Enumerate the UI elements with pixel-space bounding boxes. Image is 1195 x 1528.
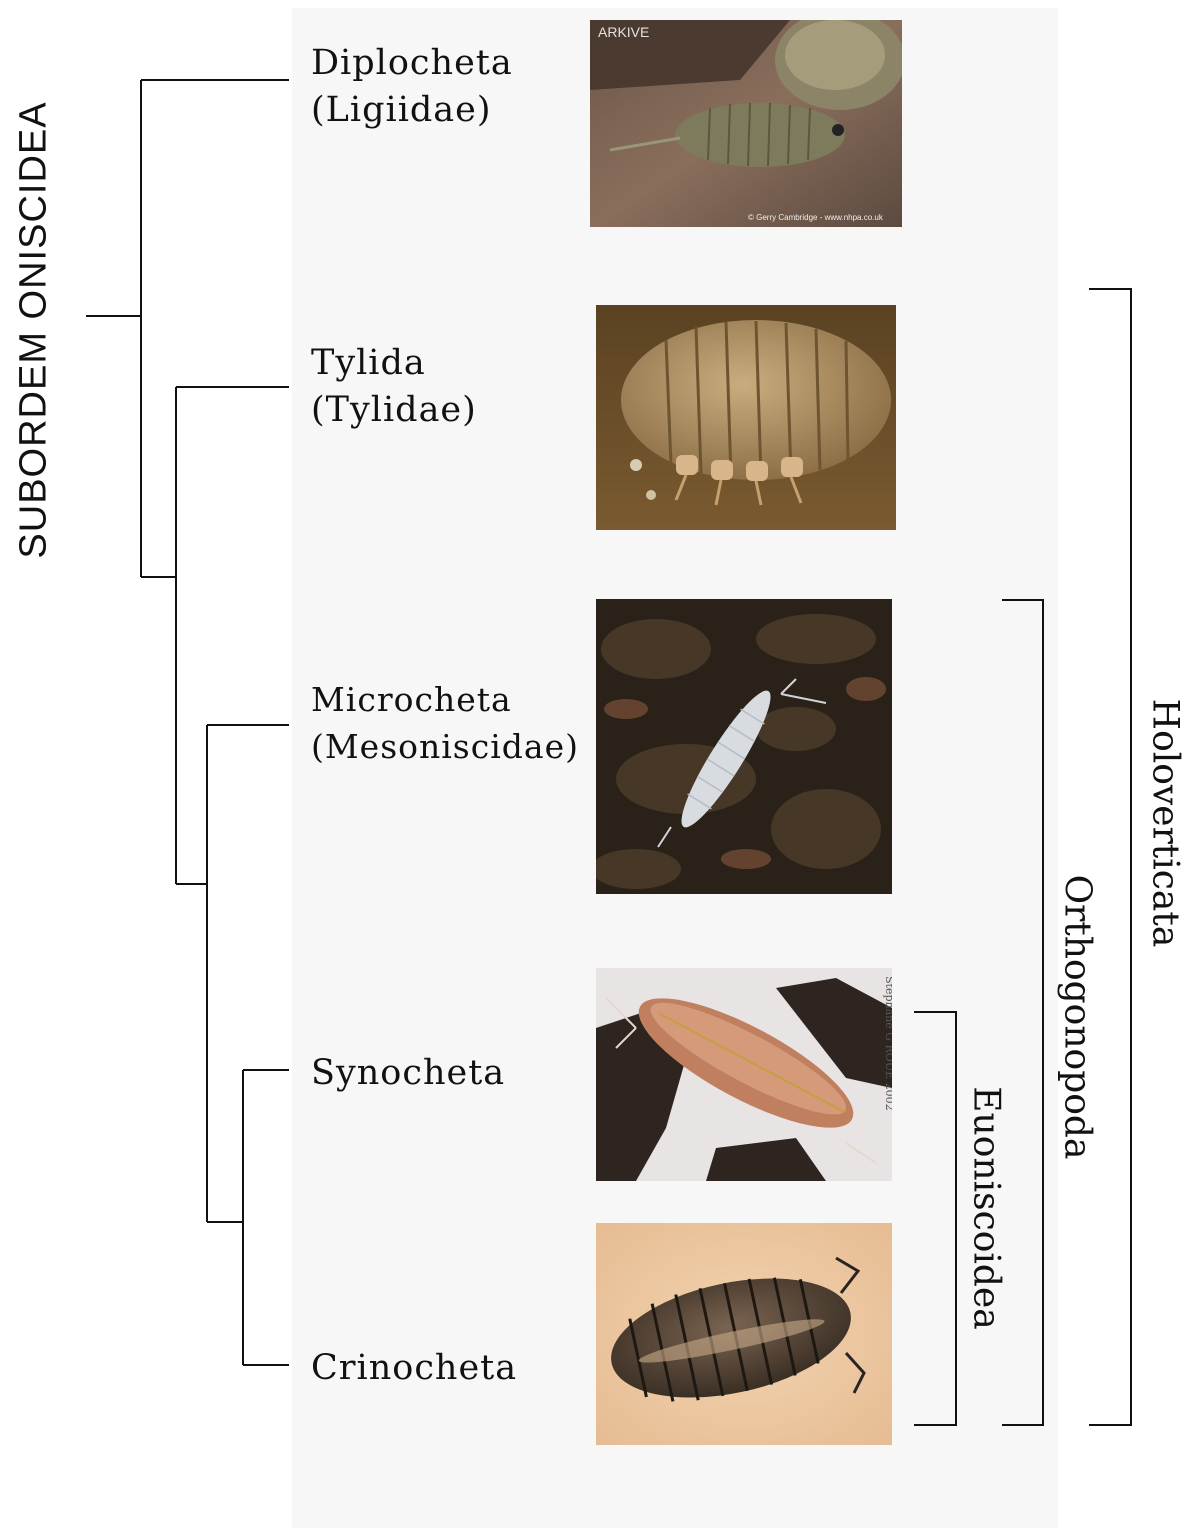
woodlouse-photo xyxy=(596,1223,892,1445)
clade-holoverticata: Holoverticata xyxy=(1145,699,1186,948)
sea-slater-photo: ARKIVE © Gerry Cambridge - www.nhpa.co.u… xyxy=(590,20,902,227)
tylid-photo xyxy=(596,305,896,530)
taxon-synocheta: Synocheta xyxy=(311,1050,505,1097)
clade-euoniscoidea: Euoniscoidea xyxy=(966,1086,1007,1329)
clade-orthogonopoda: Orthogonopoda xyxy=(1057,875,1098,1160)
taxon-family: (Tylidae) xyxy=(311,387,477,434)
bracket-euoniscoidea xyxy=(914,1012,956,1425)
taxon-tylida: Tylida (Tylidae) xyxy=(311,340,477,434)
photo-credit: Stéphane G ROUÉ 2002 xyxy=(883,976,892,1111)
taxon-name: Synocheta xyxy=(311,1050,505,1097)
taxon-microcheta: Microcheta (Mesoniscidae) xyxy=(311,676,579,770)
taxon-name: Crinocheta xyxy=(311,1345,517,1392)
arkive-watermark: ARKIVE xyxy=(598,24,649,40)
taxon-name: Microcheta xyxy=(311,676,579,723)
taxon-family: (Mesoniscidae) xyxy=(311,723,579,770)
mesoniscid-photo xyxy=(596,599,892,894)
taxon-crinocheta: Crinocheta xyxy=(311,1345,517,1392)
bracket-holoverticata xyxy=(1089,289,1131,1425)
taxon-name: Tylida xyxy=(311,340,477,387)
taxon-name: Diplocheta xyxy=(311,40,513,87)
bracket-orthogonopoda xyxy=(1002,600,1043,1425)
photo-credit: © Gerry Cambridge - www.nhpa.co.uk xyxy=(748,213,884,222)
taxon-diplocheta: Diplocheta (Ligiidae) xyxy=(311,40,513,134)
taxon-family: (Ligiidae) xyxy=(311,87,513,134)
trichoniscid-photo: Stéphane G ROUÉ 2002 xyxy=(596,968,892,1181)
